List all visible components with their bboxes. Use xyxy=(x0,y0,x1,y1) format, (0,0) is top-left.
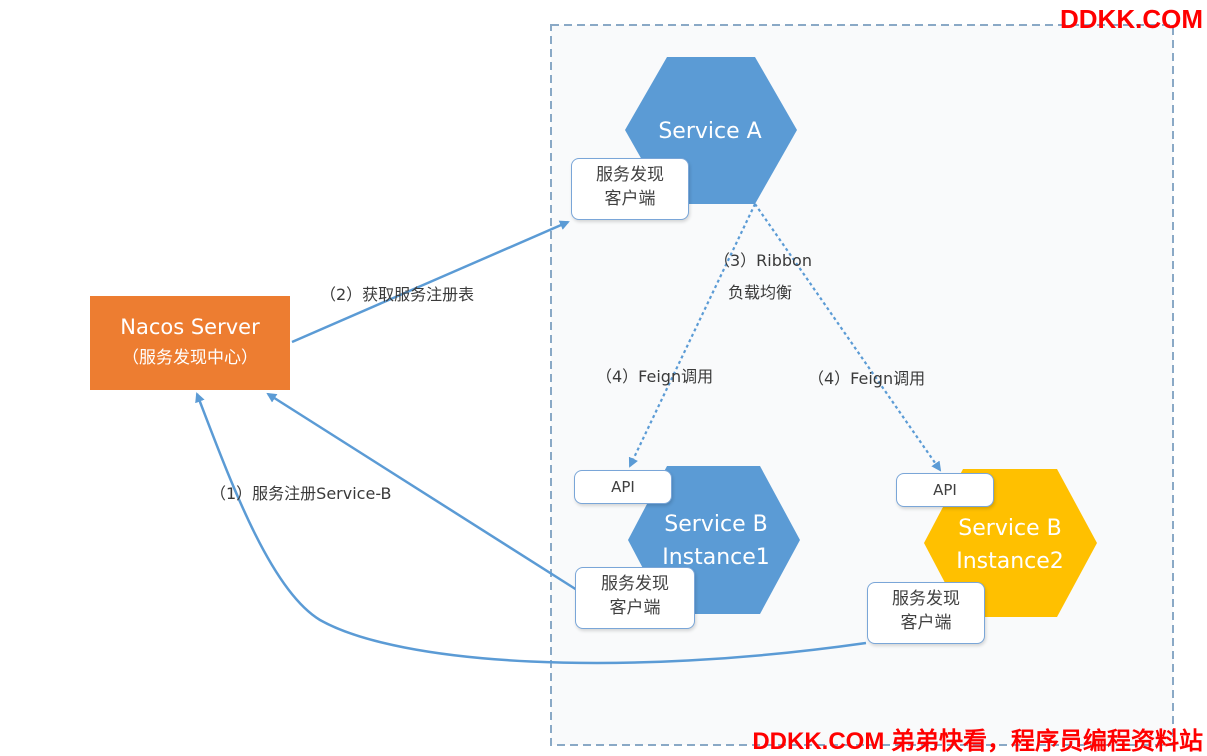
watermark-bottom: DDKK.COM 弟弟快看，程序员编程资料站 xyxy=(752,728,1203,755)
instance1-title-line1: Service B xyxy=(664,512,768,537)
instance2-title-line1: Service B xyxy=(958,516,1062,541)
nacos-server-title: Nacos Server xyxy=(120,315,260,339)
step-ribbon-label-line2: 负载均衡 xyxy=(728,283,793,302)
watermark-top: DDKK.COM xyxy=(1060,4,1203,34)
step-register-label: （1）服务注册Service-B xyxy=(210,484,392,503)
instance1-title-line2: Instance1 xyxy=(662,545,770,570)
nacos-server-role: （服务发现中心） xyxy=(122,348,258,368)
feign-call-instance2-arrow xyxy=(754,203,942,472)
instance2-api-box: API xyxy=(896,473,994,507)
fetch-registry-arrow xyxy=(291,220,570,344)
instance1-api-box: API xyxy=(574,470,672,504)
instance2-title-line2: Instance2 xyxy=(956,549,1064,574)
nacos-server-box xyxy=(90,296,290,390)
instance1-client-line1: 服务发现 xyxy=(601,574,669,594)
step-feign-right-label: （4）Feign调用 xyxy=(808,369,926,388)
step-ribbon-label-line1: （3）Ribbon xyxy=(714,251,812,270)
feign-call-instance1-arrow xyxy=(628,203,756,468)
instance1-discovery-client: 服务发现 客户端 xyxy=(575,567,695,629)
instance2-client-line1: 服务发现 xyxy=(892,589,960,609)
instance2-discovery-client: 服务发现 客户端 xyxy=(867,582,985,644)
service-a-client-line2: 客户端 xyxy=(604,189,656,209)
service-a-discovery-client: 服务发现 客户端 xyxy=(571,158,689,220)
service-a-title: Service A xyxy=(658,119,762,144)
register-instance1-arrow xyxy=(266,392,578,592)
service-a-client-line1: 服务发现 xyxy=(596,165,664,185)
instance1-client-line2: 客户端 xyxy=(609,598,661,618)
register-instance2-arrow xyxy=(195,392,867,665)
instance2-client-line2: 客户端 xyxy=(900,613,952,633)
step-fetch-registry-label: （2）获取服务注册表 xyxy=(320,285,475,304)
step-feign-left-label: （4）Feign调用 xyxy=(596,367,714,386)
